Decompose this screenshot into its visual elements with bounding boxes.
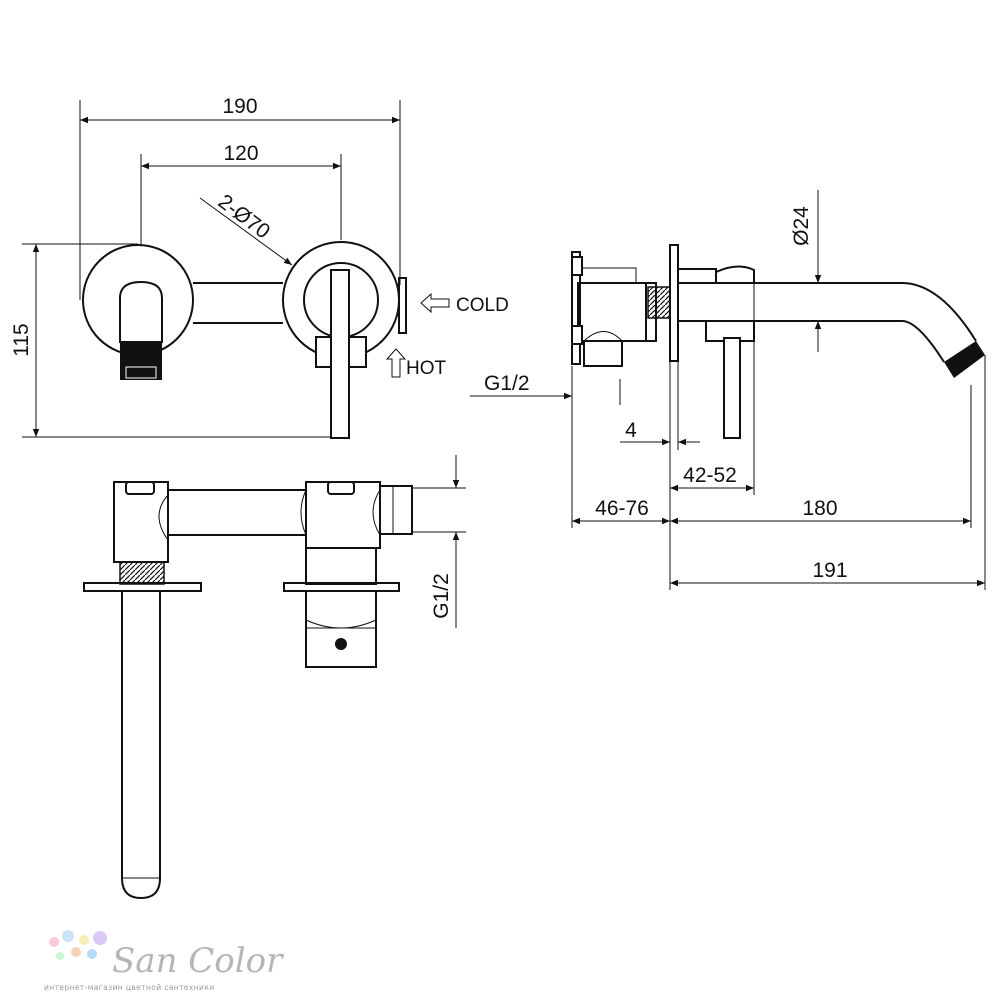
dim-120: 120 <box>223 142 258 165</box>
dim-190: 190 <box>222 95 257 118</box>
dim-115: 115 <box>10 323 33 356</box>
dim-42-52: 42-52 <box>683 464 737 487</box>
brand-name: San Color <box>112 941 284 981</box>
aerator <box>125 366 157 379</box>
plan-cartridge <box>305 547 377 585</box>
dim-4: 4 <box>625 419 637 442</box>
dim-46-76: 46-76 <box>595 497 649 520</box>
logo-dot <box>49 937 59 947</box>
dim-g12-bottom: G1/2 <box>430 573 453 619</box>
brand-tagline: интернет-магазин цветной сантехники <box>44 983 215 992</box>
side-body <box>577 282 647 342</box>
side-valve <box>583 340 623 367</box>
plan-thread-left <box>119 561 165 585</box>
dim-2x70: 2-Ø70 <box>214 190 274 243</box>
lever-handle <box>330 269 350 439</box>
arrow-left-outline-icon <box>420 292 450 314</box>
plan-view: G1/2 <box>83 455 466 900</box>
plan-spout-tube <box>121 591 161 900</box>
plan-screw-right <box>327 481 355 495</box>
side-lever-base <box>677 268 717 283</box>
side-plate <box>571 251 581 365</box>
cold-inlet <box>398 277 407 334</box>
front-view: 190 120 2-Ø70 115 COLD HOT <box>10 95 509 439</box>
side-screw-top <box>571 256 583 276</box>
plan-knob <box>335 638 347 650</box>
plan-outlet <box>379 485 413 535</box>
front-body <box>193 282 283 324</box>
logo-dot <box>87 949 97 959</box>
hot-label: HOT <box>406 358 447 379</box>
dim-180: 180 <box>802 497 837 520</box>
side-view: Ø24 G1/2 4 42-52 46-76 180 191 <box>470 190 986 590</box>
side-spout <box>678 282 977 363</box>
plan-flange-left <box>83 582 202 592</box>
arrow-up-outline-icon <box>385 348 407 378</box>
logo-dot <box>93 931 107 945</box>
plan-mixer-block <box>305 481 381 549</box>
logo-dot <box>56 952 64 960</box>
side-lever-handle <box>723 337 741 439</box>
plan-cartridge-lower <box>305 590 377 668</box>
side-screw-bottom <box>571 325 583 345</box>
dim-191: 191 <box>812 559 847 582</box>
plan-screw-left <box>125 481 155 495</box>
dim-24: Ø24 <box>790 206 813 246</box>
logo-dot <box>79 935 89 945</box>
logo-dot <box>71 947 81 957</box>
logo-dots <box>49 930 107 960</box>
dim-g12-side: G1/2 <box>484 372 530 395</box>
brand-logo: San Color интернет-магазин цветной санте… <box>44 930 284 992</box>
side-flange <box>669 244 679 362</box>
side-spout-tip <box>944 341 985 378</box>
side-thread <box>647 286 671 319</box>
spout-front <box>119 280 163 343</box>
logo-dot <box>62 930 74 942</box>
cold-label: COLD <box>456 295 509 316</box>
